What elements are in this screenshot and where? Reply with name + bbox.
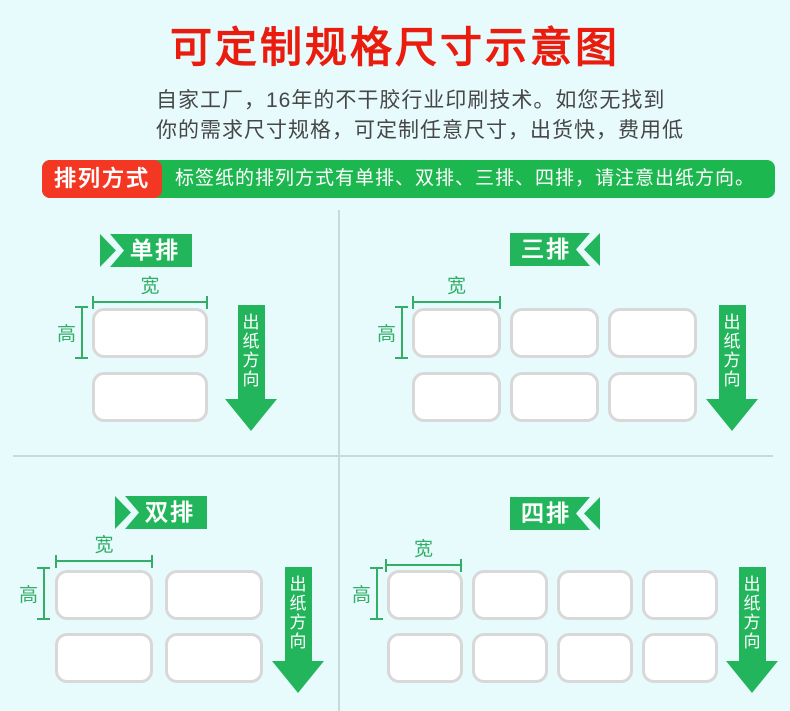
arrow-head-icon <box>225 399 277 431</box>
label-grid <box>55 570 263 683</box>
quadrant-single: 单排 宽 高 出纸方向 <box>0 210 338 455</box>
arrow-head-icon <box>706 399 758 431</box>
ribbon-chevron-icon <box>115 496 131 529</box>
height-label: 高 <box>57 324 77 345</box>
label-grid <box>412 308 697 422</box>
width-measure: 宽 <box>55 535 153 568</box>
ribbon-chevron-icon <box>584 497 600 530</box>
width-label: 宽 <box>446 276 466 297</box>
ribbon-chevron-icon <box>100 234 116 267</box>
quadrant-quad: 四排 宽 高 出纸方向 <box>338 455 790 711</box>
label-cell <box>608 372 697 422</box>
height-label: 高 <box>352 585 372 606</box>
height-measure-line <box>37 567 51 620</box>
intro-line-1: 自家工厂，16年的不干胶行业印刷技术。如您无找到 <box>156 89 666 112</box>
width-measure-line <box>55 555 153 568</box>
width-measure-line <box>412 296 501 309</box>
height-measure-line <box>75 306 89 359</box>
label-cell <box>165 570 263 620</box>
ribbon-single: 单排 <box>100 234 192 267</box>
paper-direction-label: 出纸方向 <box>738 567 766 661</box>
width-label: 宽 <box>140 276 160 297</box>
label-cell <box>387 633 463 683</box>
label-cell <box>510 372 599 422</box>
height-measure: 高 <box>352 567 384 620</box>
paper-direction-arrow: 出纸方向 <box>726 567 778 693</box>
arrangement-banner: 标签纸的排列方式有单排、双排、三排、四排，请注意出纸方向。 排列方式 <box>42 160 775 198</box>
horizontal-divider <box>13 455 773 457</box>
width-label: 宽 <box>94 535 114 556</box>
height-label: 高 <box>377 324 397 345</box>
paper-direction-label: 出纸方向 <box>237 305 265 399</box>
page-title: 可定制规格尺寸示意图 <box>169 24 620 71</box>
label-cell <box>557 570 633 620</box>
quadrant-double: 双排 宽 高 出纸方向 <box>0 455 338 711</box>
height-measure: 高 <box>377 306 409 359</box>
width-measure-line <box>385 559 462 572</box>
ribbon-double: 双排 <box>115 496 207 529</box>
arrangement-banner-description: 标签纸的排列方式有单排、双排、三排、四排，请注意出纸方向。 <box>42 160 775 198</box>
width-measure: 宽 <box>92 276 208 309</box>
vertical-divider <box>338 210 340 711</box>
width-measure-line <box>92 296 208 309</box>
width-measure: 宽 <box>412 276 501 309</box>
label-cell <box>472 633 548 683</box>
label-cell <box>55 570 153 620</box>
ribbon-label: 双排 <box>125 496 207 529</box>
arrangement-banner-label: 排列方式 <box>42 160 162 198</box>
paper-direction-arrow: 出纸方向 <box>225 305 277 431</box>
height-measure-line <box>370 567 384 620</box>
label-cell <box>387 570 463 620</box>
paper-direction-arrow: 出纸方向 <box>706 305 758 431</box>
height-measure: 高 <box>19 567 51 620</box>
ribbon-label: 单排 <box>110 234 192 267</box>
width-measure: 宽 <box>385 539 462 572</box>
ribbon-quad: 四排 <box>510 497 600 530</box>
height-measure-line <box>395 306 409 359</box>
paper-direction-label: 出纸方向 <box>718 305 746 399</box>
label-grid <box>92 308 208 422</box>
label-cell <box>510 308 599 358</box>
label-cell <box>165 633 263 683</box>
height-measure: 高 <box>57 306 89 359</box>
label-cell <box>472 570 548 620</box>
label-cell <box>412 372 501 422</box>
quadrant-triple: 三排 宽 高 出纸方向 <box>338 210 790 455</box>
intro-line-2: 你的需求尺寸规格，可定制任意尺寸，出货快，费用低 <box>156 119 684 142</box>
ribbon-label: 三排 <box>510 233 590 266</box>
paper-direction-label: 出纸方向 <box>284 567 312 661</box>
label-cell <box>642 570 718 620</box>
label-cell <box>92 308 208 358</box>
label-grid <box>387 570 718 683</box>
label-cell <box>557 633 633 683</box>
ribbon-triple: 三排 <box>510 233 600 266</box>
label-cell <box>642 633 718 683</box>
label-cell <box>412 308 501 358</box>
paper-direction-arrow: 出纸方向 <box>272 567 324 693</box>
height-label: 高 <box>19 585 39 606</box>
arrow-head-icon <box>272 661 324 693</box>
ribbon-label: 四排 <box>510 497 590 530</box>
label-cell <box>92 372 208 422</box>
width-label: 宽 <box>413 539 433 560</box>
arrow-head-icon <box>726 661 778 693</box>
label-cell <box>55 633 153 683</box>
ribbon-chevron-icon <box>584 233 600 266</box>
label-cell <box>608 308 697 358</box>
intro-text: 自家工厂，16年的不干胶行业印刷技术。如您无找到 你的需求尺寸规格，可定制任意尺… <box>156 86 684 146</box>
